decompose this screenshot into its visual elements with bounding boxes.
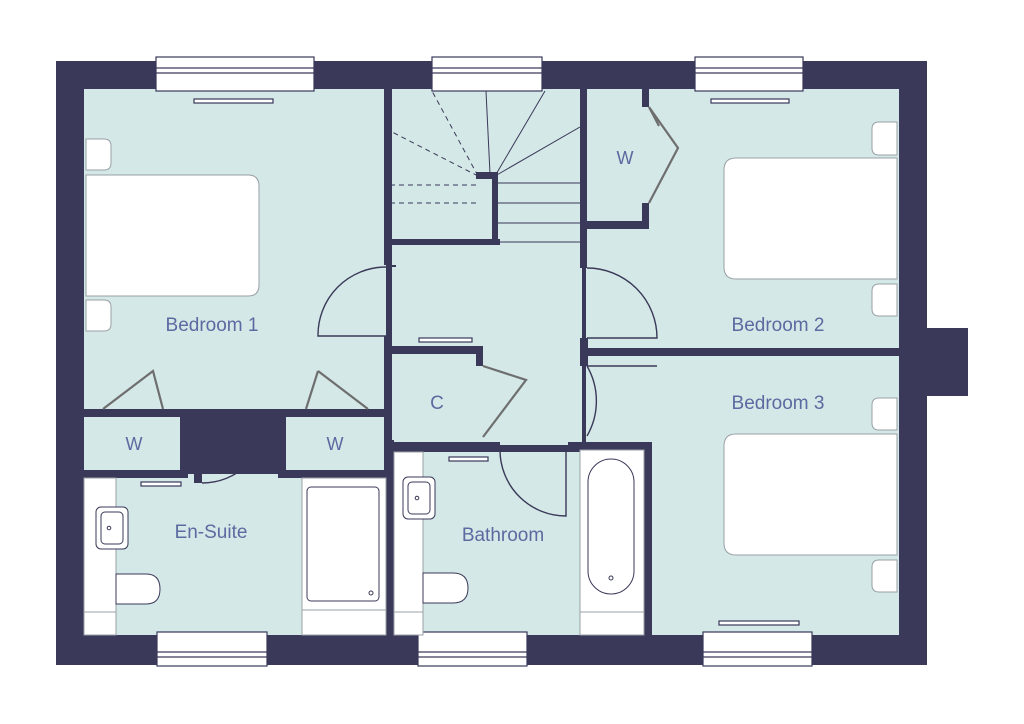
door-bedroom3: [586, 365, 597, 437]
ensuite-wc: [115, 573, 161, 605]
stair-newel-post: [492, 173, 498, 245]
beds: [85, 121, 898, 593]
door-bathroom: [499, 449, 567, 517]
window-landing: [431, 56, 543, 92]
window-bathroom: [417, 456, 528, 667]
bathroom-wc: [422, 572, 469, 604]
wardrobe-c-floor: [587, 89, 642, 221]
label-wardrobe-a: W: [126, 434, 143, 454]
wall-wardrobe-a-right-2: [194, 413, 202, 483]
label-wardrobe-c: W: [617, 148, 634, 168]
label-bedroom3: Bedroom 3: [732, 393, 825, 414]
interior-walls: [84, 89, 899, 637]
cupboard-vent: [418, 337, 473, 343]
landing-door-stub-a: [392, 265, 396, 267]
wall-bed1-landing: [384, 89, 392, 265]
wardrobe-b-floor: [286, 417, 386, 470]
label-bathroom: Bathroom: [462, 525, 544, 546]
label-bedroom2: Bedroom 2: [732, 315, 825, 336]
door-bedroom1: [317, 266, 387, 337]
wall-bath-bed3: [644, 446, 652, 637]
wardrobe-a-floor: [84, 417, 180, 470]
window-bedroom3: [702, 620, 813, 667]
wall-robe-c-left: [642, 89, 649, 107]
door-cupboard: [482, 364, 528, 438]
door-ensuite: [201, 416, 269, 484]
wall-robe-c-bottom: [587, 221, 649, 229]
label-cupboard: C: [430, 393, 444, 414]
fixtures: [83, 449, 645, 636]
bed-bedroom3: [723, 397, 898, 593]
ensuite-fixtures: [83, 477, 387, 636]
bed-bedroom2: [723, 121, 898, 317]
wall-wardrobes-top-a: [84, 409, 103, 417]
wall-wardrobe-a-right: [180, 413, 188, 473]
window-bedroom2: [694, 56, 804, 104]
chimney-stack: [925, 328, 968, 396]
wall-cupboard-top: [392, 346, 482, 354]
bed-bedroom1: [85, 138, 260, 332]
stair-newel-bottom: [392, 239, 500, 245]
label-wardrobe-b: W: [327, 434, 344, 454]
wall-landing-bed2: [580, 89, 587, 268]
wall-wardrobes-top-d: [368, 409, 388, 417]
wall-wardrobe-b-left: [278, 413, 286, 473]
wall-bed1-landing-lower: [384, 336, 392, 476]
wall-bed2-bed3: [587, 348, 899, 356]
door-wardrobe-c: [648, 106, 680, 204]
wall-bath-top: [568, 442, 652, 450]
windows: [140, 56, 813, 667]
wall-bed2-bed3-stub: [580, 338, 588, 366]
door-wardrobe-a: [102, 369, 165, 410]
door-wardrobe-b: [304, 370, 369, 410]
wall-ensuite-top-b: [278, 470, 388, 478]
wall-wardrobes-top-c: [268, 409, 306, 417]
window-bedroom1: [155, 56, 315, 104]
wall-robe-c-stub: [642, 203, 649, 225]
door-bedroom2: [586, 267, 658, 339]
robe-doors: [102, 106, 680, 438]
staircase: [391, 90, 581, 243]
bedroom3-floor-ext: [586, 356, 656, 442]
label-ensuite: En-Suite: [175, 522, 248, 543]
bathroom-fixtures: [393, 449, 645, 636]
window-ensuite: [140, 481, 268, 667]
landing-floor: [392, 89, 582, 445]
wall-cupboard-bottom: [392, 442, 500, 450]
label-bedroom1: Bedroom 1: [166, 315, 259, 336]
doors: [201, 266, 658, 517]
room-labels: Bedroom 1 Bedroom 2 Bedroom 3 En-Suite B…: [126, 148, 825, 546]
wall-ensuite-top: [84, 470, 188, 478]
stair-newel-top: [476, 172, 498, 179]
wall-cupboard-top-stub: [476, 346, 483, 366]
wall-ensuite-bath: [386, 440, 394, 637]
